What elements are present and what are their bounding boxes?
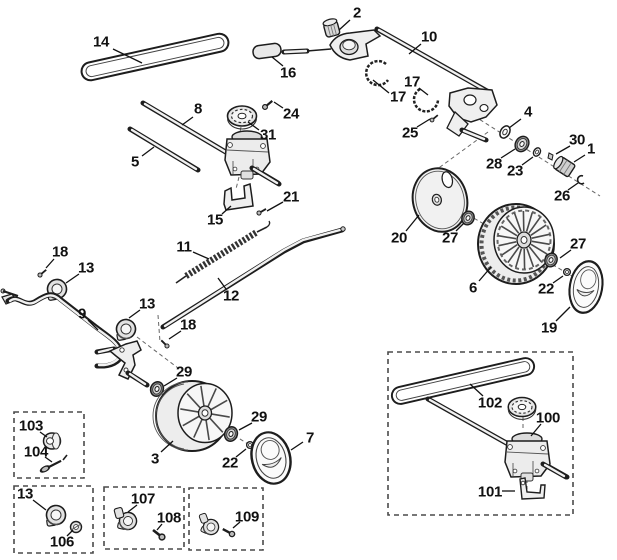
- belt-roller-103: [42, 432, 62, 450]
- part-label-106: 106: [49, 533, 75, 551]
- part-label-6: 6: [468, 279, 478, 297]
- part-label-27: 27: [569, 235, 587, 253]
- adjuster-knob-2: [322, 18, 341, 38]
- part-label-22: 22: [537, 280, 555, 298]
- cable-clamp-13-lower: [113, 317, 138, 342]
- option-group-boxes: [13, 351, 574, 554]
- c-clip-26: [576, 174, 585, 185]
- part-label-19: 19: [540, 319, 558, 337]
- leader-lines: [32, 19, 586, 537]
- part-label-21: 21: [282, 188, 300, 206]
- part-label-101: 101: [477, 483, 503, 501]
- bracket-for-109: [198, 512, 222, 539]
- rear-wheel-6: [477, 203, 555, 285]
- part-label-25: 25: [401, 124, 419, 142]
- gearbox-bracket-101: [519, 477, 546, 500]
- bearing-28: [514, 135, 530, 153]
- gearbox-assembly: [224, 130, 282, 187]
- bracket-107: [113, 507, 139, 533]
- part-label-107: 107: [130, 490, 156, 508]
- part-label-17: 17: [389, 88, 407, 106]
- part-label-28: 28: [485, 155, 503, 173]
- part-label-2: 2: [352, 4, 362, 22]
- drive-bushing-1: [553, 155, 576, 178]
- clip-106: [69, 520, 83, 534]
- part-label-14: 14: [92, 33, 110, 51]
- tension-spring-17-left: [365, 59, 390, 87]
- part-label-26: 26: [553, 187, 571, 205]
- part-label-109: 109: [234, 508, 260, 526]
- part-label-22: 22: [221, 454, 239, 472]
- lower-handlebar-9: [0, 288, 124, 369]
- part-label-24: 24: [282, 105, 300, 123]
- washer-4: [499, 125, 511, 139]
- box-107-108: [103, 486, 185, 550]
- drive-belt-102: [389, 355, 537, 407]
- part-label-9: 9: [77, 305, 87, 323]
- screw-18-lower: [158, 337, 171, 350]
- part-label-7: 7: [305, 429, 315, 447]
- gearbox-100-assembly: [425, 396, 570, 482]
- axle-shaft-5: [127, 126, 201, 173]
- part-label-102: 102: [477, 394, 503, 412]
- part-label-29: 29: [250, 408, 268, 426]
- part-label-12: 12: [222, 287, 240, 305]
- part-label-17: 17: [403, 73, 421, 91]
- part-label-10: 10: [420, 28, 438, 46]
- part-label-1: 1: [586, 140, 596, 158]
- part-label-13: 13: [138, 295, 156, 313]
- box-13-106: [13, 485, 94, 554]
- part-label-29: 29: [175, 363, 193, 381]
- part-label-20: 20: [390, 229, 408, 247]
- screw-21: [255, 206, 268, 217]
- part-label-11: 11: [176, 238, 192, 256]
- box-103-104: [13, 411, 85, 479]
- box-109: [188, 487, 264, 551]
- part-label-30: 30: [568, 131, 586, 149]
- part-label-5: 5: [130, 153, 140, 171]
- part-label-4: 4: [523, 103, 533, 121]
- lever-bracket-assembly: [329, 29, 382, 61]
- coil-spring-11: [175, 220, 271, 284]
- part-label-8: 8: [193, 100, 203, 118]
- tension-spring-17-right: [412, 87, 440, 113]
- part-label-13: 13: [77, 259, 95, 277]
- handle-grip-16: [252, 42, 332, 60]
- part-label-31: 31: [259, 126, 277, 144]
- screw-25: [428, 112, 440, 124]
- screw-108: [149, 526, 168, 543]
- control-rod-10: [374, 26, 490, 94]
- part-label-100: 100: [535, 409, 561, 427]
- screw-24: [260, 97, 275, 112]
- part-label-18: 18: [179, 316, 197, 334]
- nut-22-rear: [562, 267, 572, 277]
- part-label-3: 3: [150, 450, 160, 468]
- part-label-18: 18: [51, 243, 69, 261]
- part-label-15: 15: [206, 211, 224, 229]
- part-label-108: 108: [156, 509, 182, 527]
- washer-23: [532, 147, 542, 157]
- part-label-103: 103: [18, 417, 44, 435]
- clip-30: [547, 152, 554, 161]
- part-label-13: 13: [16, 485, 34, 503]
- part-label-104: 104: [23, 443, 49, 461]
- box-100-101-102: [387, 351, 574, 516]
- clamp-13-option: [43, 503, 68, 528]
- pivot-bracket-assembly: [446, 87, 498, 143]
- screw-18-upper: [36, 267, 49, 279]
- front-wheel-3: [152, 380, 233, 452]
- hub-cap-7: [245, 426, 297, 490]
- hub-cap-19: [564, 257, 608, 317]
- part-label-16: 16: [279, 64, 297, 82]
- roller-pin-104: [37, 454, 68, 476]
- part-label-23: 23: [506, 162, 524, 180]
- wheel-axle-bracket: [94, 340, 150, 388]
- part-label-27: 27: [441, 229, 459, 247]
- mounting-bracket-15: [223, 183, 254, 211]
- dust-disc-20: [411, 167, 469, 233]
